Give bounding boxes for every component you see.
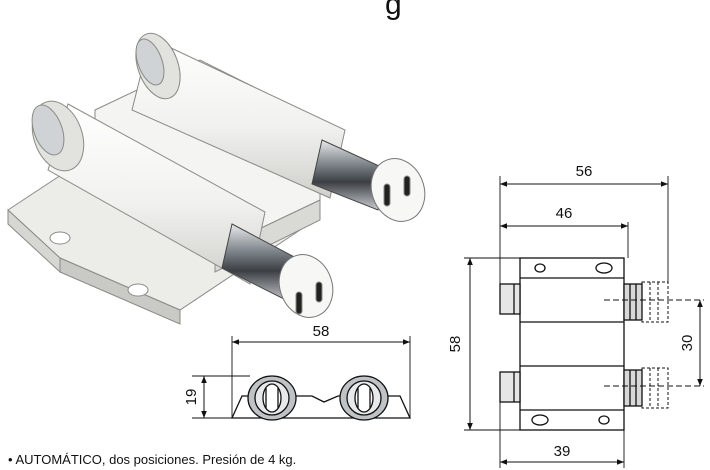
side-base-width-label: 39 xyxy=(554,443,571,460)
title-fragment: g xyxy=(385,0,402,21)
magnetic-latch-product-illustration xyxy=(7,32,426,325)
side-view-drawing xyxy=(464,176,704,468)
front-height-label: 19 xyxy=(183,389,200,406)
feature-caption: • AUTOMÁTICO, dos posiciones. Presión de… xyxy=(8,452,297,467)
plunger-spacing-label: 30 xyxy=(679,335,696,352)
side-inner-depth-label: 46 xyxy=(556,205,573,222)
side-total-depth-label: 56 xyxy=(576,163,593,180)
front-view-drawing xyxy=(192,336,412,421)
side-height-label: 58 xyxy=(447,336,464,353)
front-width-label: 58 xyxy=(313,323,330,340)
